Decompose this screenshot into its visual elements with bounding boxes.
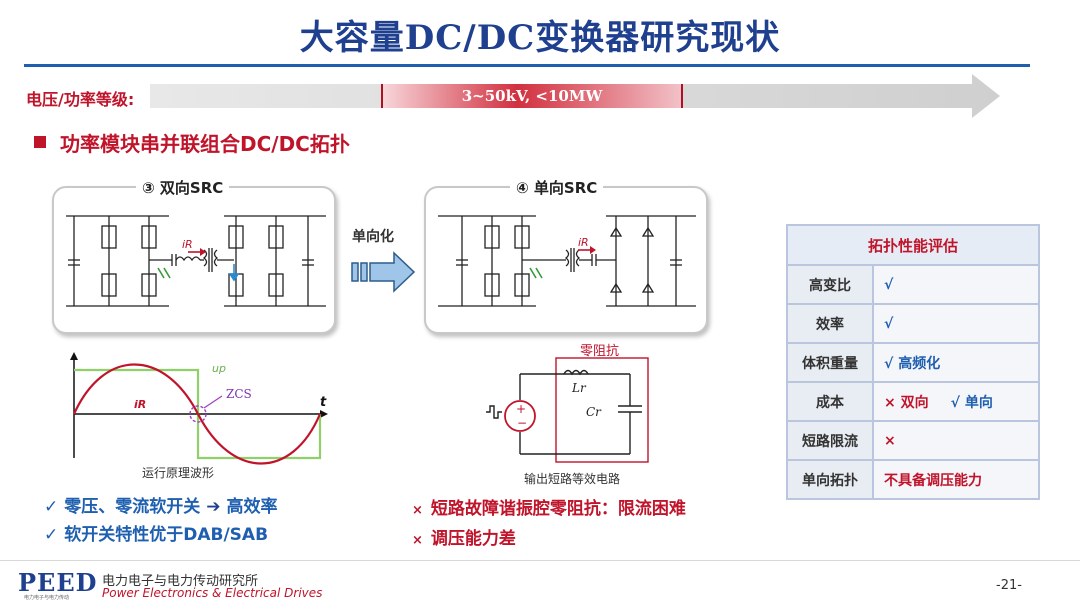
table-row: 效率 √ <box>786 303 1040 344</box>
logo-subtext: 电力电子与电力传动 <box>24 595 70 601</box>
page-title: 大容量DC/DC变换器研究现状 <box>299 18 781 58</box>
arrow-right-icon: ➔ <box>206 497 221 517</box>
check-icon: ✓ <box>44 525 59 545</box>
drawback-item: ×调压能力差 <box>412 529 516 549</box>
table-row: 短路限流 × <box>786 420 1040 461</box>
table-row: 高变比 √ <box>786 264 1040 305</box>
table-row: 体积重量 √ 高频化 <box>786 342 1040 383</box>
resonant-current-wave <box>72 363 322 465</box>
equivalent-circuit-caption: 输出短路等效电路 <box>524 472 621 486</box>
wave-ir-label: iR <box>134 398 146 411</box>
check-icon: ✓ <box>44 497 59 517</box>
current-label-ir-uni: iR <box>578 236 589 249</box>
voltage-range-text: 3~50kV, <10MW <box>461 87 603 105</box>
institute-name-en: Power Electronics & Electrical Drives <box>102 586 323 600</box>
table-header: 拓扑性能评估 <box>786 224 1040 266</box>
peed-logo: PEED <box>18 568 98 597</box>
title-divider <box>24 64 1030 67</box>
voltage-scale-arrow <box>150 74 1000 118</box>
unidirectional-src-schematic: iR <box>438 215 696 307</box>
up-label: up <box>212 362 226 375</box>
zero-impedance-label: 零阻抗 <box>580 344 620 359</box>
table-row: 成本 × 双向√ 单向 <box>786 381 1040 422</box>
bidirectional-src-card: iR <box>52 186 336 334</box>
current-label-ir: iR <box>182 238 193 251</box>
bidirectional-src-label: ③ 双向SRC <box>136 177 230 198</box>
operating-waveform: up iR ZCS t <box>70 352 328 465</box>
cross-icon: × <box>412 533 423 548</box>
cross-icon: × <box>412 503 423 518</box>
advantage-item: ✓软开关特性优于DAB/SAB <box>44 525 269 545</box>
svg-text:+: + <box>516 402 526 416</box>
zcs-label: ZCS <box>226 387 252 401</box>
inductor-label: Lr <box>571 381 587 395</box>
institute-name-cn: 电力电子与电力传动研究所 <box>102 574 259 589</box>
unidirectional-src-card: iR <box>424 186 708 334</box>
voltage-power-label: 电压/功率等级: <box>26 90 135 109</box>
capacitor-label: Cr <box>586 405 602 419</box>
unidirectional-src-label: ④ 单向SRC <box>510 177 604 198</box>
unidirectionalize-label: 单向化 <box>352 229 394 245</box>
footer-divider <box>0 560 1080 561</box>
section-title: 功率模块串并联组合DC/DC拓扑 <box>60 132 350 156</box>
time-axis-label: t <box>320 395 327 410</box>
advantage-item: ✓零压、零流软开关➔高效率 <box>44 497 278 517</box>
section-bullet <box>34 136 46 148</box>
page-number: -21- <box>996 578 1022 593</box>
short-circuit-equivalent: + − Lr Cr <box>486 357 649 463</box>
drawback-item: ×短路故障谐振腔零阻抗：限流困难 <box>412 499 686 519</box>
table-row: 单向拓扑 不具备调压能力 <box>786 459 1040 500</box>
transform-arrow-icon <box>351 251 416 293</box>
topology-evaluation-table: 拓扑性能评估 高变比 √ 效率 √ 体积重量 √ 高频化 成本 × 双向√ 单向… <box>786 224 1040 500</box>
bidirectional-src-schematic: iR <box>66 215 326 307</box>
svg-text:−: − <box>517 416 527 430</box>
waveform-caption: 运行原理波形 <box>142 466 215 480</box>
